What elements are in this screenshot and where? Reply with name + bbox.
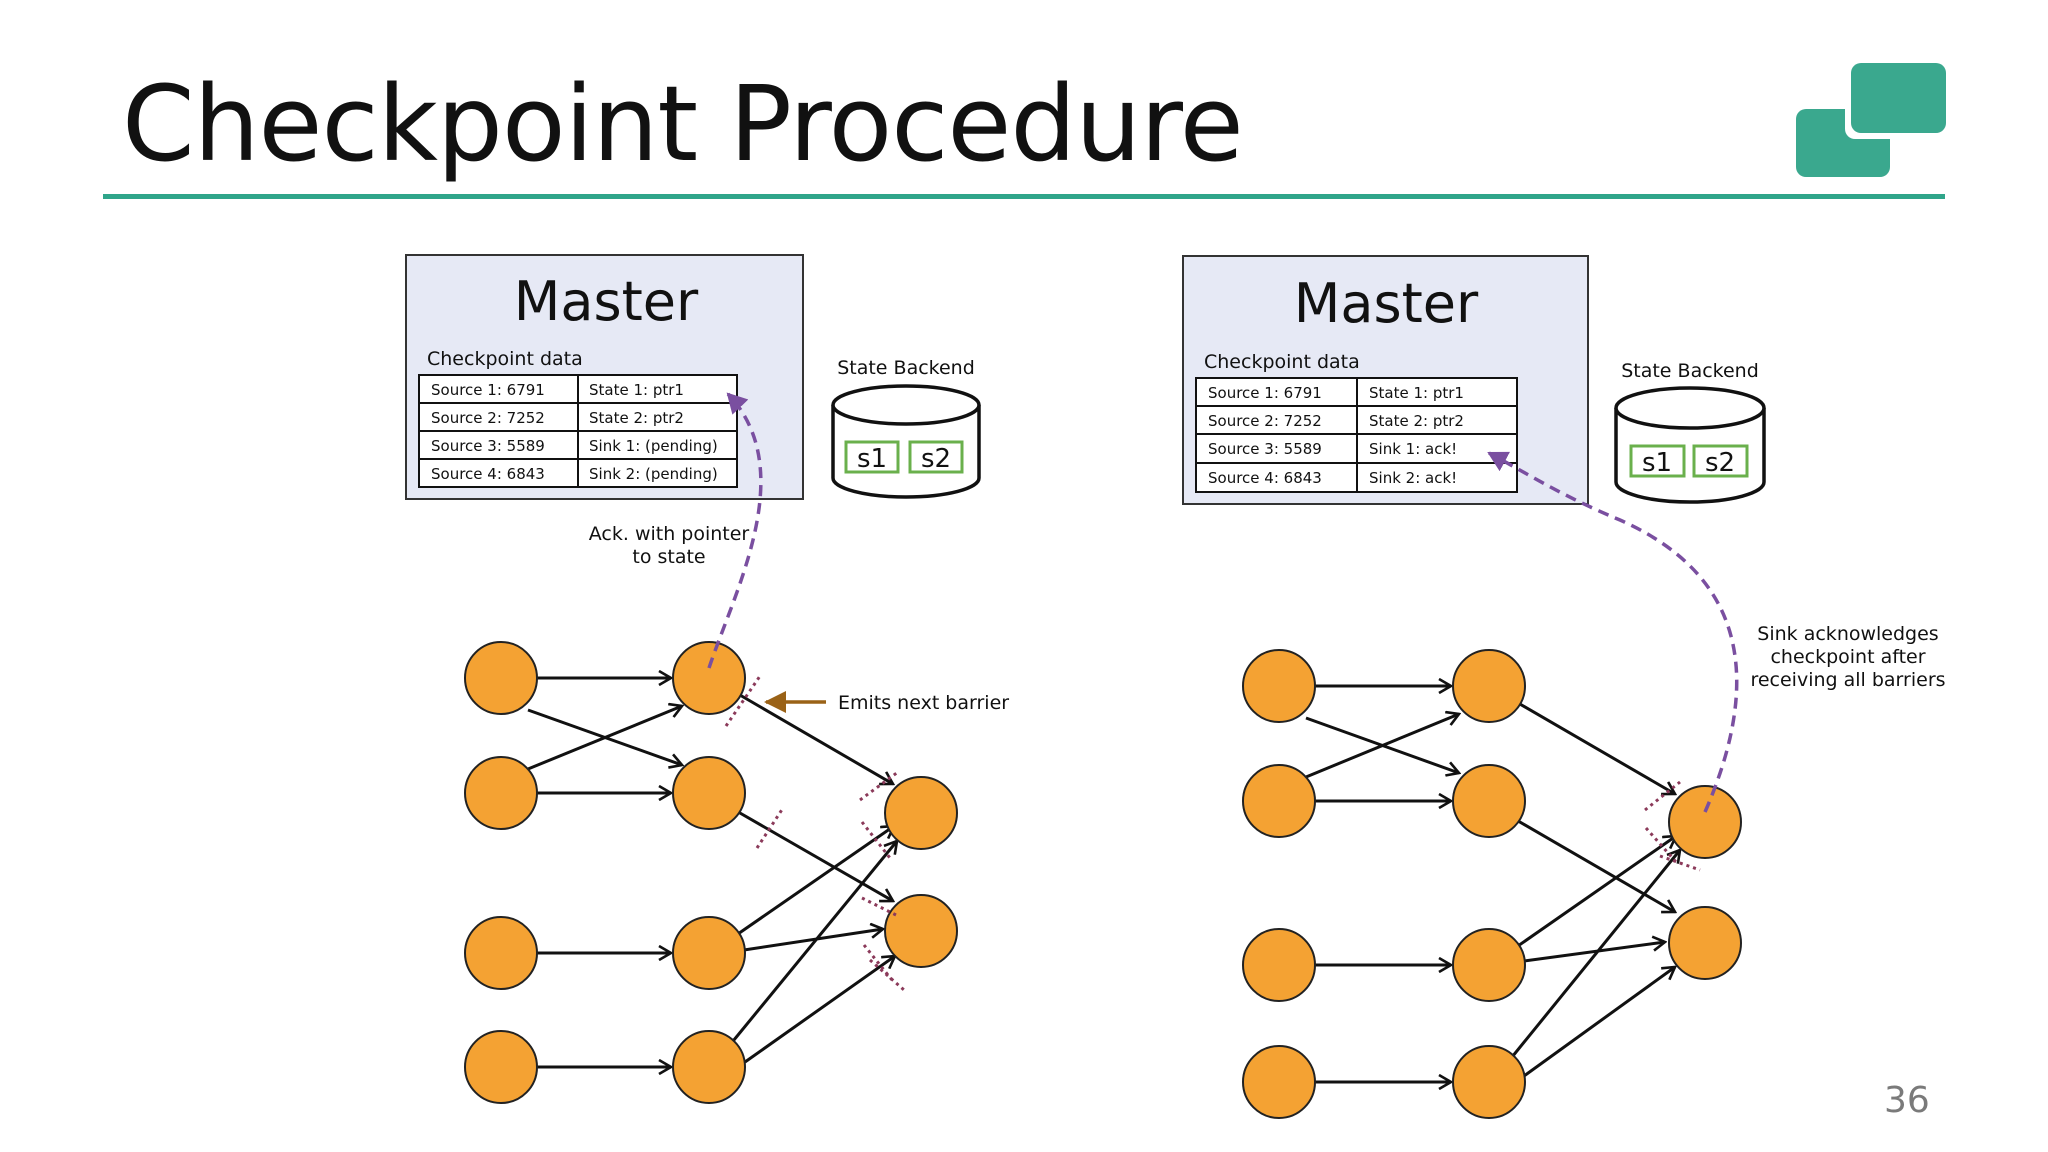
left-sink-node: [884, 776, 958, 850]
right-s2-label: s2: [1705, 448, 1735, 478]
left-source-node: [464, 641, 538, 715]
right-row-state: State 2: ptr2: [1369, 412, 1464, 430]
left-nodes: [464, 641, 958, 1104]
page-number: 36: [1884, 1080, 1930, 1121]
left-row-source: Source 2: 7252: [431, 409, 545, 427]
right-source-node: [1242, 928, 1316, 1002]
left-s2-label: s2: [921, 444, 951, 474]
right-checkpoint-table: Source 1: 6791 State 1: ptr1 Source 2: 7…: [1195, 377, 1518, 493]
left-mid-node: [672, 641, 746, 715]
left-row-state: Sink 1: (pending): [589, 437, 718, 455]
right-row-state: Sink 1: ack!: [1369, 440, 1457, 458]
right-row-source: Source 4: 6843: [1208, 469, 1322, 487]
right-s1-box: [1629, 444, 1686, 478]
right-nodes: [1242, 649, 1742, 1119]
left-row-state: Sink 2: (pending): [589, 465, 718, 483]
left-s1-box: [844, 440, 900, 474]
left-master-title: Master: [514, 270, 699, 333]
left-row-state: State 2: ptr2: [589, 409, 684, 427]
left-source-node: [464, 756, 538, 830]
right-source-node: [1242, 649, 1316, 723]
left-ack-label-line2: to state: [632, 546, 705, 568]
left-emits-label: Emits next barrier: [838, 692, 1009, 714]
left-sink-node: [884, 894, 958, 968]
left-ack-label-line1: Ack. with pointer: [589, 523, 750, 545]
right-checkpoint-label: Checkpoint data: [1204, 351, 1360, 373]
right-sink-label-line2: checkpoint after: [1770, 646, 1925, 668]
right-sink-node: [1668, 906, 1742, 980]
right-master-title: Master: [1294, 272, 1479, 335]
right-sink-label-line1: Sink acknowledges: [1757, 623, 1938, 645]
left-row-source: Source 4: 6843: [431, 465, 545, 483]
left-backend-label: State Backend: [837, 357, 975, 379]
right-mid-node: [1452, 1045, 1526, 1119]
left-source-node: [464, 916, 538, 990]
left-state-backend: State Backend s1 s2: [831, 357, 981, 499]
right-mid-node: [1452, 764, 1526, 838]
right-row-source: Source 1: 6791: [1208, 384, 1322, 402]
right-source-node: [1242, 1045, 1316, 1119]
right-mid-node: [1452, 649, 1526, 723]
right-ack-arrow: [1487, 451, 1739, 813]
right-diagram: Master Checkpoint data Source 1: 6791 St…: [1182, 255, 1946, 1119]
left-mid-node: [672, 1030, 746, 1104]
left-barriers: [724, 675, 905, 992]
left-checkpoint-label: Checkpoint data: [427, 348, 583, 370]
right-s2-box: [1692, 444, 1749, 478]
left-source-node: [464, 1030, 538, 1104]
title-underline: [103, 194, 1945, 199]
right-sink-label-line3: receiving all barriers: [1750, 669, 1945, 691]
right-source-node: [1242, 764, 1316, 838]
right-mid-node: [1452, 928, 1526, 1002]
right-state-backend: State Backend s1 s2: [1614, 360, 1766, 504]
right-row-source: Source 2: 7252: [1208, 412, 1322, 430]
left-s1-label: s1: [857, 444, 887, 474]
left-row-state: State 1: ptr1: [589, 381, 684, 399]
right-sink-node: [1668, 785, 1742, 859]
left-edges: [527, 678, 897, 1067]
left-checkpoint-table: Source 1: 6791 State 1: ptr1 Source 2: 7…: [418, 374, 738, 488]
logo-icon: [1796, 63, 1946, 177]
right-row-state: State 1: ptr1: [1369, 384, 1464, 402]
left-diagram: Master Checkpoint data Source 1: 6791 St…: [405, 254, 1009, 1104]
right-backend-label: State Backend: [1621, 360, 1759, 382]
left-mid-node: [672, 916, 746, 990]
left-row-source: Source 3: 5589: [431, 437, 545, 455]
right-s1-label: s1: [1642, 448, 1672, 478]
right-edges: [1305, 686, 1680, 1082]
left-ack-arrow: [707, 392, 763, 669]
right-row-state: Sink 2: ack!: [1369, 469, 1457, 487]
right-barriers: [1644, 780, 1701, 872]
left-row-source: Source 1: 6791: [431, 381, 545, 399]
left-s2-box: [908, 440, 964, 474]
right-row-source: Source 3: 5589: [1208, 440, 1322, 458]
left-mid-node: [672, 756, 746, 830]
slide-title: Checkpoint Procedure: [122, 63, 1244, 185]
